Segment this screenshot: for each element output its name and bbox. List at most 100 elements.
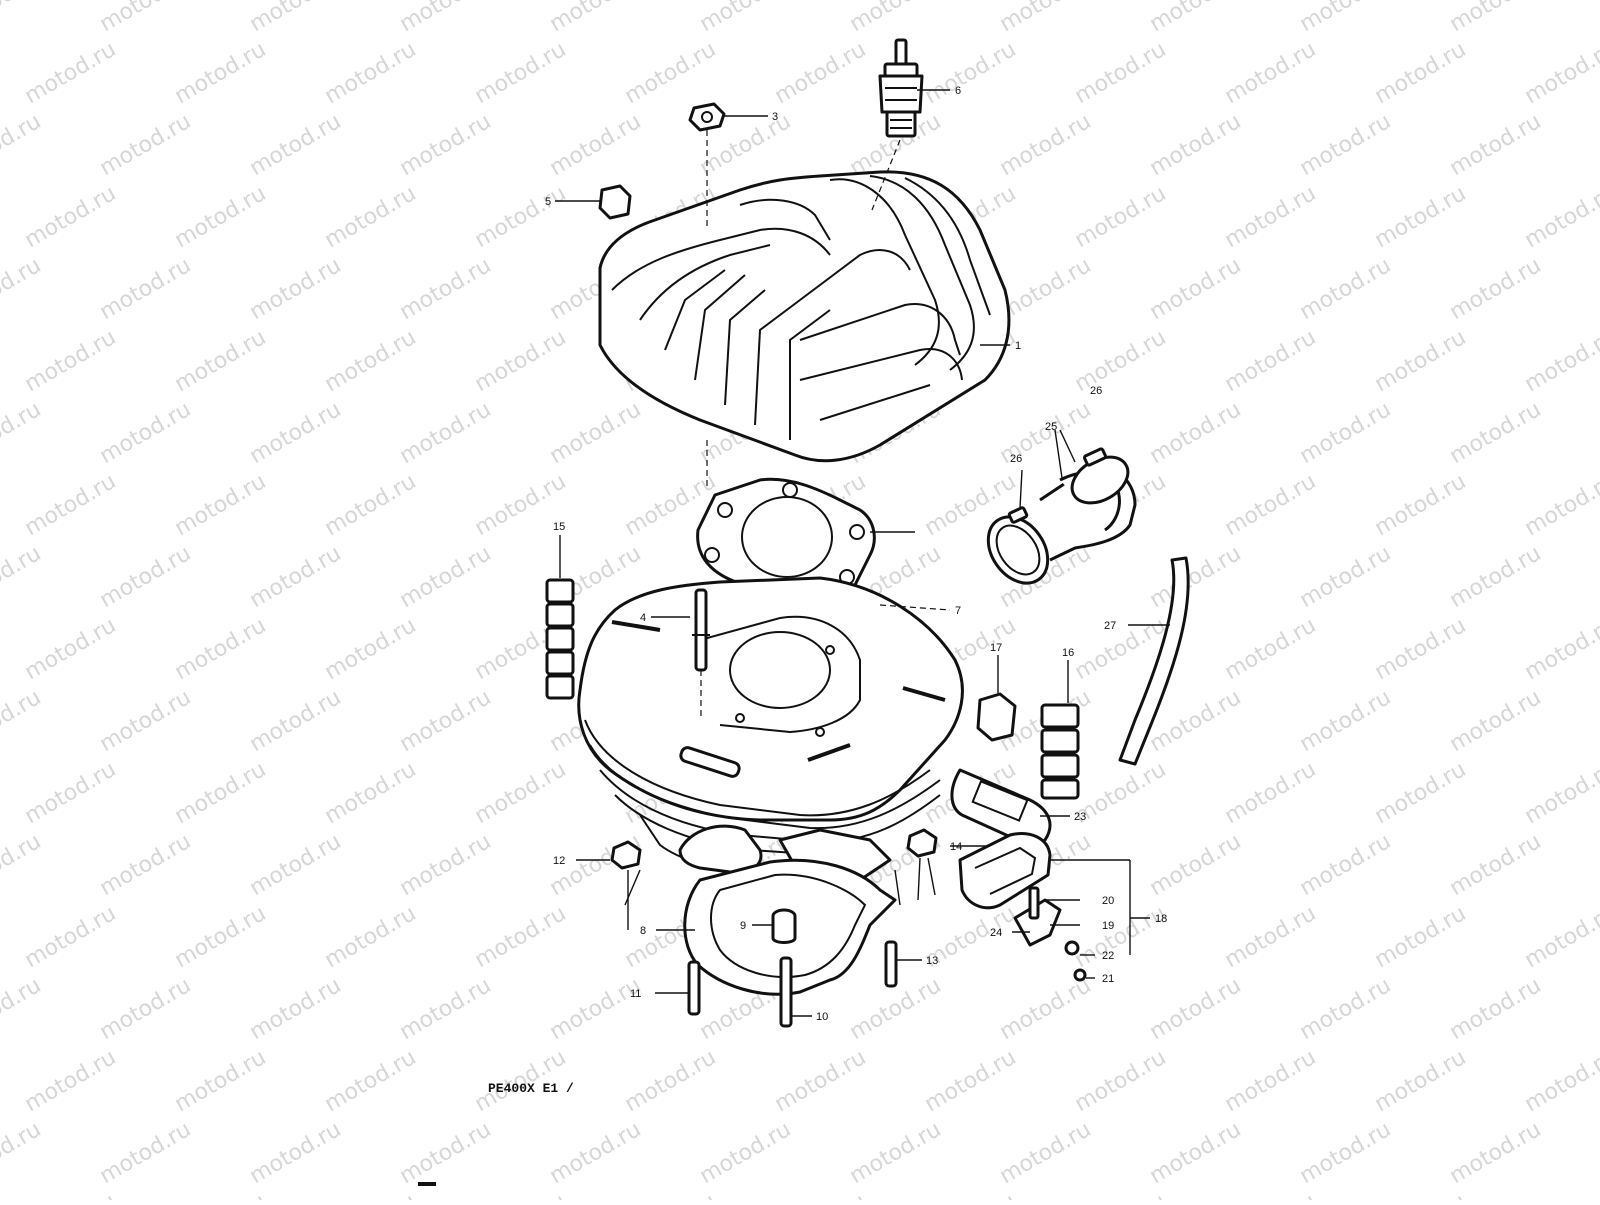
watermark-text: motod.ru <box>921 1045 1021 1117</box>
watermark-text: motod.ru <box>1596 0 1600 37</box>
callout-13: 13 <box>926 955 938 967</box>
watermark-text: motod.ru <box>96 541 196 613</box>
callout-4: 4 <box>640 612 646 624</box>
watermark-text: motod.ru <box>1371 469 1471 541</box>
watermark-text: motod.ru <box>396 829 496 901</box>
watermark-text: motod.ru <box>1596 829 1600 901</box>
watermark-text: motod.ru <box>1071 901 1171 973</box>
watermark-text: motod.ru <box>0 253 45 325</box>
watermark-text: motod.ru <box>0 109 45 181</box>
watermark-text: motod.ru <box>21 469 121 541</box>
watermark-text: motod.ru <box>1296 253 1396 325</box>
watermark-text: motod.ru <box>1146 541 1246 613</box>
watermark-text: motod.ru <box>321 325 421 397</box>
callout-24: 24 <box>990 927 1002 939</box>
watermark-text: motod.ru <box>771 1189 871 1200</box>
watermark-text: motod.ru <box>246 109 346 181</box>
watermark-text: motod.ru <box>921 37 1021 109</box>
callout-15: 15 <box>553 521 565 533</box>
watermark-text: motod.ru <box>996 0 1096 37</box>
watermark-text: motod.ru <box>1446 109 1546 181</box>
watermark-text: motod.ru <box>1071 1045 1171 1117</box>
watermark-text: motod.ru <box>396 253 496 325</box>
watermark-text: motod.ru <box>396 541 496 613</box>
watermark-text: motod.ru <box>21 325 121 397</box>
watermark-text: motod.ru <box>1371 757 1471 829</box>
callout-8: 8 <box>640 925 646 937</box>
watermark-text: motod.ru <box>1146 829 1246 901</box>
watermark-text: motod.ru <box>1446 541 1546 613</box>
watermark-text: motod.ru <box>96 829 196 901</box>
watermark-text: motod.ru <box>171 181 271 253</box>
watermark-text: motod.ru <box>1146 397 1246 469</box>
watermark-text: motod.ru <box>171 613 271 685</box>
watermark-text: motod.ru <box>1296 685 1396 757</box>
cylinder-block <box>579 578 963 880</box>
watermark-text: motod.ru <box>696 1117 796 1189</box>
callout-5: 5 <box>545 196 551 208</box>
diagram-caption: PE400X E1 / <box>488 1081 574 1096</box>
watermark-text: motod.ru <box>1146 973 1246 1045</box>
callout-26-lower: 26 <box>1010 453 1022 465</box>
watermark-text: motod.ru <box>1371 613 1471 685</box>
watermark-text: motod.ru <box>996 973 1096 1045</box>
watermark-text: motod.ru <box>471 325 571 397</box>
watermark-text: motod.ru <box>1371 37 1471 109</box>
watermark-text: motod.ru <box>0 1117 45 1189</box>
watermark-text: motod.ru <box>0 829 45 901</box>
watermark-text: motod.ru <box>546 0 646 37</box>
callout-12: 12 <box>553 855 565 867</box>
watermark-text: motod.ru <box>1296 973 1396 1045</box>
watermark-text: motod.ru <box>171 1189 271 1200</box>
callout-10: 10 <box>816 1011 828 1023</box>
watermark-text: motod.ru <box>546 973 646 1045</box>
callout-11: 11 <box>630 988 641 1000</box>
watermark-text: motod.ru <box>471 901 571 973</box>
pin-right <box>886 942 922 986</box>
callout-23: 23 <box>1074 811 1086 823</box>
watermark-text: motod.ru <box>1071 1189 1171 1200</box>
watermark-text: motod.ru <box>321 1045 421 1117</box>
watermark-text: motod.ru <box>471 1189 571 1200</box>
watermark-text: motod.ru <box>1071 37 1171 109</box>
callout-22: 22 <box>1102 950 1114 962</box>
watermark-text: motod.ru <box>1521 613 1600 685</box>
watermark-text: motod.ru <box>96 253 196 325</box>
watermark-text: motod.ru <box>1371 901 1471 973</box>
watermark-text: motod.ru <box>1221 901 1321 973</box>
callout-18: 18 <box>1155 913 1167 925</box>
callout-6: 6 <box>955 85 961 97</box>
watermark-text: motod.ru <box>1446 253 1546 325</box>
callout-14: 14 <box>950 841 962 853</box>
watermark-text: motod.ru <box>246 541 346 613</box>
watermark-text: motod.ru <box>1521 901 1600 973</box>
callout-19: 19 <box>1102 920 1114 932</box>
callout-3: 3 <box>772 111 778 123</box>
watermark-text: motod.ru <box>1371 181 1471 253</box>
watermark-text: motod.ru <box>1221 325 1321 397</box>
watermark-text: motod.ru <box>1596 541 1600 613</box>
watermark-text: motod.ru <box>21 181 121 253</box>
watermark-text: motod.ru <box>171 469 271 541</box>
callout-9: 9 <box>740 920 746 932</box>
watermark-text: motod.ru <box>1446 685 1546 757</box>
watermark-text: motod.ru <box>1296 829 1396 901</box>
watermark-text: motod.ru <box>171 325 271 397</box>
watermark-text: motod.ru <box>246 685 346 757</box>
watermark-text: motod.ru <box>1296 109 1396 181</box>
watermark-text: motod.ru <box>546 397 646 469</box>
watermark-text: motod.ru <box>996 1117 1096 1189</box>
watermark-text: motod.ru <box>546 109 646 181</box>
watermark-text: motod.ru <box>396 109 496 181</box>
watermark-text: motod.ru <box>321 901 421 973</box>
watermark-text: motod.ru <box>1596 973 1600 1045</box>
callout-20: 20 <box>1102 895 1114 907</box>
watermark-text: motod.ru <box>1146 0 1246 37</box>
watermark-text: motod.ru <box>0 685 45 757</box>
watermark-text: motod.ru <box>1371 1045 1471 1117</box>
watermark-text: motod.ru <box>1296 541 1396 613</box>
watermark-text: motod.ru <box>1221 613 1321 685</box>
watermark-text: motod.ru <box>1521 37 1600 109</box>
callout-1: 1 <box>1015 340 1021 352</box>
watermark-text: motod.ru <box>246 397 346 469</box>
